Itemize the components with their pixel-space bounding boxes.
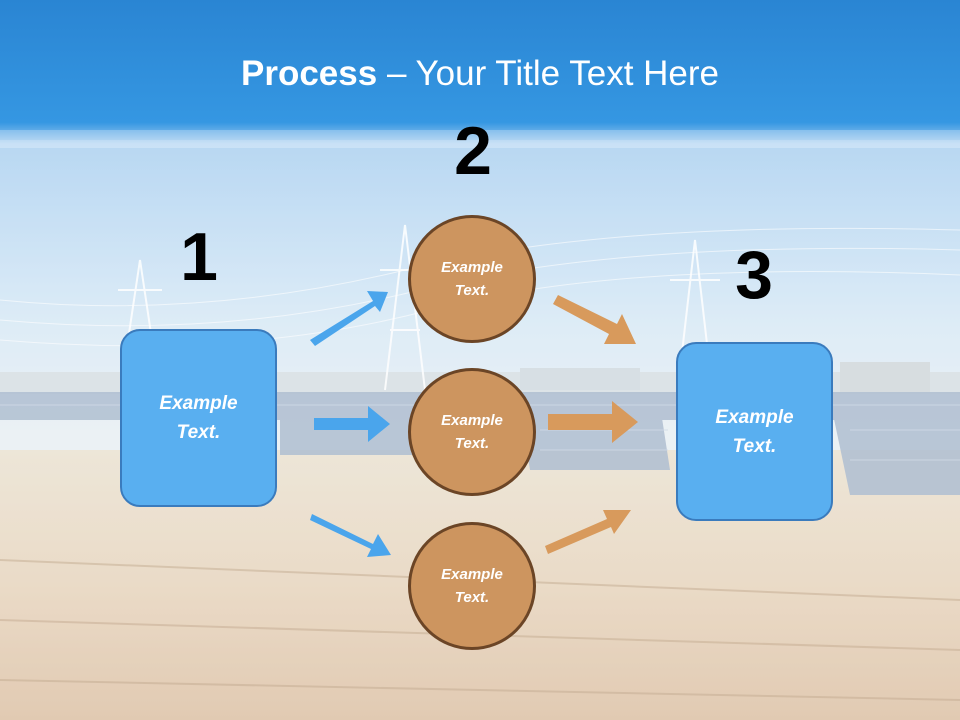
arrow-bottom-to-3 [545, 510, 631, 554]
step-number-2: 2 [454, 113, 492, 189]
step-1-box: Example Text. [120, 329, 277, 507]
step-2-circle-middle: Example Text. [408, 368, 536, 496]
arrow-1-to-middle [314, 406, 390, 442]
circle-top-text: Example Text. [441, 259, 503, 299]
title-rest: – Your Title Text Here [377, 54, 719, 93]
arrow-middle-to-3 [548, 401, 638, 443]
blue-arrows [310, 291, 391, 557]
slide-title: Process – Your Title Text Here [0, 52, 960, 96]
step-number-1: 1 [180, 219, 218, 295]
title-bold: Process [241, 54, 378, 93]
arrow-1-to-top [310, 291, 388, 346]
step-3-text: Example Text. [715, 406, 794, 457]
step-1-text: Example Text. [159, 393, 238, 443]
arrow-1-to-bottom [310, 514, 391, 557]
tan-arrows [545, 295, 638, 554]
step-2-circle-bottom: Example Text. [408, 522, 536, 650]
step-number-3: 3 [735, 237, 773, 313]
step-2-circle-top: Example Text. [408, 215, 536, 343]
circle-middle-text: Example Text. [441, 412, 503, 452]
circle-bottom-text: Example Text. [441, 566, 503, 606]
step-3-box: Example Text. [676, 342, 833, 521]
arrow-top-to-3 [553, 295, 636, 344]
